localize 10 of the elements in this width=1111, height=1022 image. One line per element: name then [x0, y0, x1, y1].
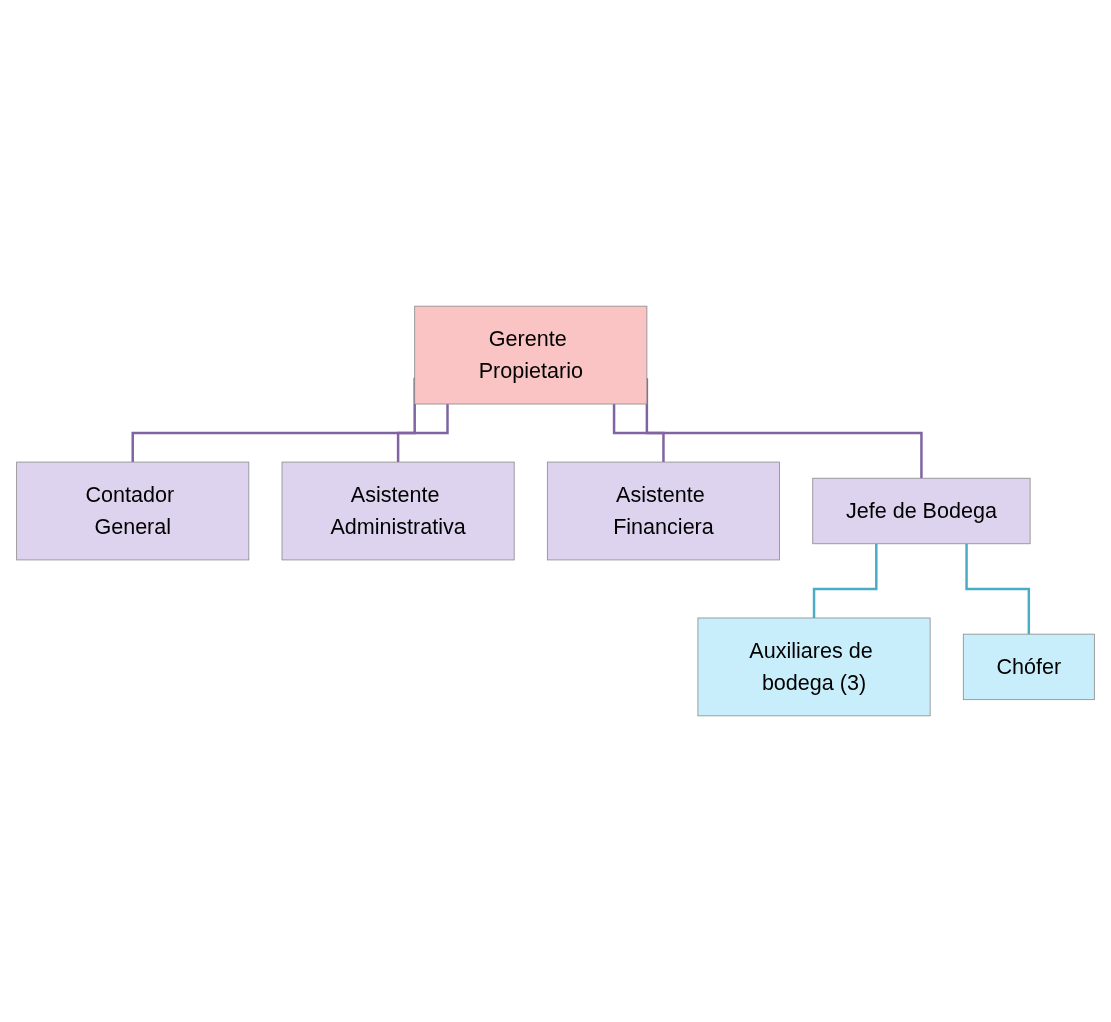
node-box: Auxiliares de bodega (3)	[697, 617, 931, 717]
node-box: Jefe de Bodega	[812, 477, 1031, 545]
node-box: Chófer	[962, 633, 1095, 701]
node-box: Gerente Propietario	[414, 305, 648, 405]
node-box: Asistente Administrativa	[281, 461, 515, 561]
node-box: Contador General	[16, 461, 250, 561]
connector	[965, 543, 1031, 636]
connector	[396, 404, 449, 464]
connector	[612, 404, 665, 464]
node-box: Asistente Financiera	[546, 461, 780, 561]
